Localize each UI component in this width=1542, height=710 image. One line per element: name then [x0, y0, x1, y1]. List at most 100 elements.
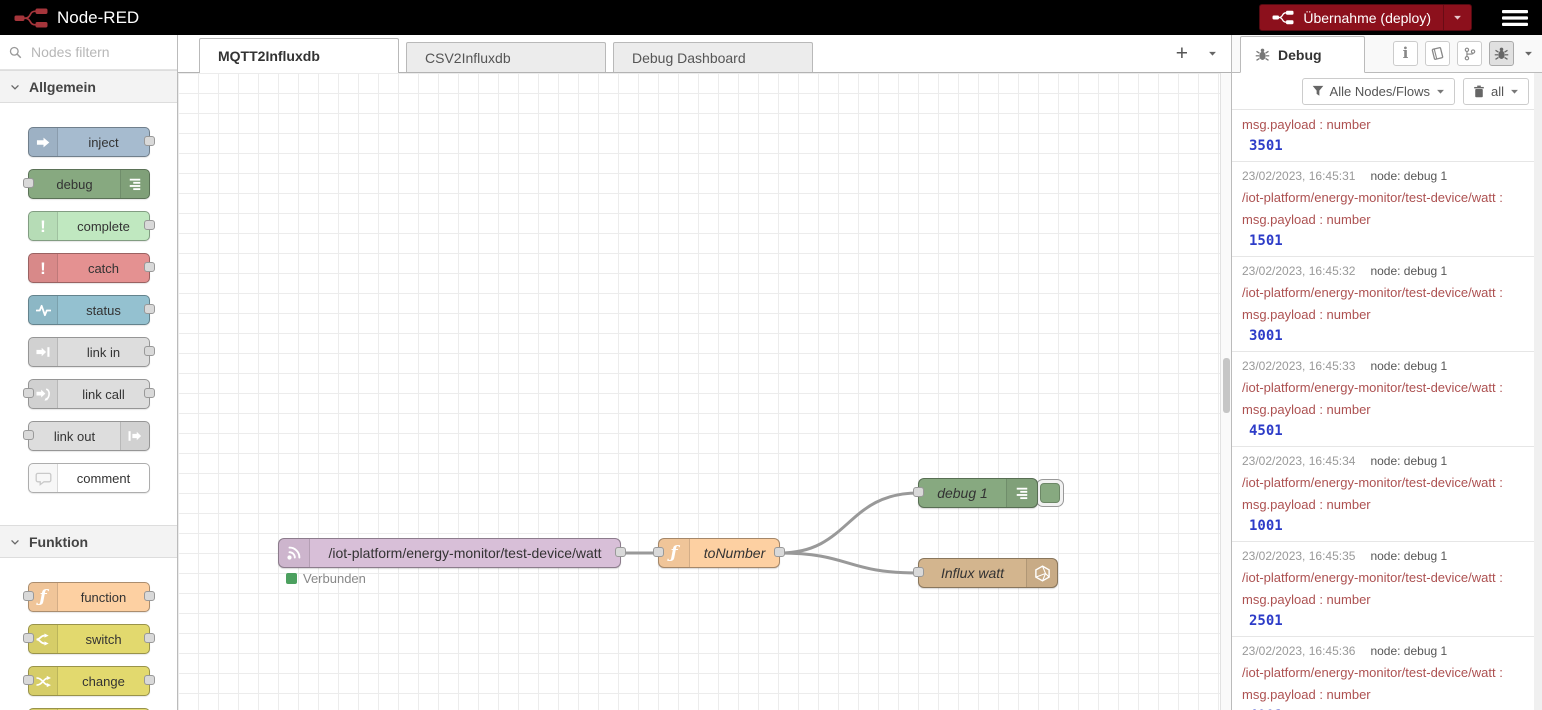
- output-port[interactable]: [615, 547, 626, 557]
- input-port[interactable]: [23, 591, 34, 601]
- app-logo: Node-RED: [14, 7, 139, 29]
- tab-debug-dashboard[interactable]: Debug Dashboard: [613, 42, 813, 72]
- sidebar-scrollbar[interactable]: [1534, 73, 1542, 710]
- debug-clear-button[interactable]: all: [1462, 77, 1529, 105]
- info-tab-button[interactable]: i: [1393, 41, 1418, 66]
- input-port[interactable]: [23, 633, 34, 643]
- inject-arrow-icon: [36, 135, 51, 150]
- palette-node-debug[interactable]: debug: [23, 169, 150, 199]
- caret-down-icon: [1510, 87, 1519, 96]
- output-port[interactable]: [774, 547, 785, 557]
- message-payload-value: 1501: [1249, 233, 1283, 249]
- output-port[interactable]: [144, 591, 155, 601]
- input-port[interactable]: [913, 487, 924, 497]
- palette-search-input[interactable]: [29, 43, 168, 61]
- output-port[interactable]: [144, 136, 155, 146]
- exclamation-icon: !: [40, 216, 46, 236]
- deploy-options-caret[interactable]: [1443, 5, 1471, 30]
- palette-node-link-out[interactable]: link out: [23, 421, 150, 451]
- message-payload-value: 2501: [1249, 613, 1283, 629]
- palette-node-change[interactable]: change: [23, 666, 155, 696]
- palette-node-switch[interactable]: switch: [23, 624, 155, 654]
- list-icon: [1015, 486, 1029, 500]
- output-port[interactable]: [144, 675, 155, 685]
- palette-node-link-call[interactable]: link call: [23, 379, 155, 409]
- input-port[interactable]: [653, 547, 664, 557]
- deploy-button[interactable]: Übernahme (deploy): [1259, 4, 1472, 31]
- header-bar: Node-RED Übernahme (deploy): [0, 0, 1542, 35]
- deploy-icon: [1272, 10, 1294, 25]
- book-tab-button[interactable]: [1425, 41, 1450, 66]
- message-payload-value: 1001: [1249, 518, 1283, 534]
- message-payload-type: msg.payload : number: [1242, 687, 1371, 702]
- canvas-scrollbar-thumb[interactable]: [1223, 358, 1230, 413]
- input-port[interactable]: [23, 388, 34, 398]
- message-payload-type: msg.payload : number: [1242, 592, 1371, 607]
- input-port[interactable]: [913, 567, 924, 577]
- deploy-icon: [1272, 10, 1294, 25]
- sidebar-menu-caret[interactable]: [1524, 49, 1533, 58]
- main-menu-button[interactable]: [1502, 9, 1528, 27]
- status-connected-dot: [286, 573, 297, 584]
- tab-csv2influxdb[interactable]: CSV2Influxdb: [406, 42, 606, 72]
- funnel-icon: [1312, 85, 1324, 97]
- bug-icon: [1255, 47, 1270, 62]
- bug-tab-button[interactable]: [1489, 41, 1514, 66]
- branch-tab-button[interactable]: [1457, 41, 1482, 66]
- palette-category-allgemein[interactable]: Allgemein: [0, 70, 177, 103]
- wire[interactable]: [778, 491, 920, 555]
- palette-node-comment[interactable]: comment: [28, 463, 150, 493]
- flow-node-debug1[interactable]: debug 1: [913, 478, 1038, 508]
- palette-category-funktion[interactable]: Funktion: [0, 525, 177, 558]
- palette-node-complete[interactable]: !complete: [28, 211, 155, 241]
- palette-node-label: comment: [76, 470, 131, 486]
- search-icon: [9, 46, 22, 59]
- debug-filter-button[interactable]: Alle Nodes/Flows: [1301, 77, 1455, 105]
- input-port[interactable]: [23, 430, 34, 440]
- caret-down-icon: [1436, 87, 1445, 96]
- trash-icon: [1473, 85, 1485, 98]
- flow-list-caret[interactable]: [1208, 49, 1217, 58]
- tab-debug[interactable]: Debug: [1240, 36, 1365, 73]
- switch-icon: [35, 632, 51, 647]
- message-payload-type: msg.payload : number: [1242, 117, 1371, 132]
- app-title: Node-RED: [57, 7, 140, 27]
- message-payload-value: 4501: [1249, 423, 1283, 439]
- palette-node-status[interactable]: status: [28, 295, 155, 325]
- output-port[interactable]: [144, 388, 155, 398]
- message-payload-value: 3001: [1249, 328, 1283, 344]
- output-port[interactable]: [144, 346, 155, 356]
- palette-node-label: inject: [88, 134, 119, 150]
- workspace-canvas[interactable]: /iot-platform/energy-monitor/test-device…: [178, 73, 1231, 710]
- tab-mqtt2influxdb[interactable]: MQTT2Influxdb: [199, 38, 399, 73]
- output-port[interactable]: [144, 633, 155, 643]
- right-sidebar: Debug i Alle Nodes/Flows all msg.payload…: [1231, 35, 1542, 710]
- flow-node-mqtt[interactable]: /iot-platform/energy-monitor/test-device…: [278, 538, 626, 568]
- palette-node-inject[interactable]: inject: [28, 127, 155, 157]
- palette-node-label: link in: [86, 344, 121, 360]
- add-flow-button[interactable]: +: [1175, 42, 1188, 65]
- palette-node-catch[interactable]: !catch: [28, 253, 155, 283]
- debug-enable-toggle[interactable]: [1036, 479, 1064, 507]
- flow-node-label: debug 1: [937, 485, 988, 501]
- input-port[interactable]: [23, 675, 34, 685]
- palette-category-label: Funktion: [29, 533, 89, 550]
- output-port[interactable]: [144, 220, 155, 230]
- output-port[interactable]: [144, 262, 155, 272]
- chevron-down-icon: [10, 82, 20, 92]
- input-port[interactable]: [23, 178, 34, 188]
- palette-node-link-in[interactable]: link in: [28, 337, 155, 367]
- flow-node-influx[interactable]: Influx watt: [913, 558, 1058, 588]
- output-port[interactable]: [144, 304, 155, 314]
- wire[interactable]: [778, 551, 920, 575]
- influxdb-icon: [1034, 564, 1051, 582]
